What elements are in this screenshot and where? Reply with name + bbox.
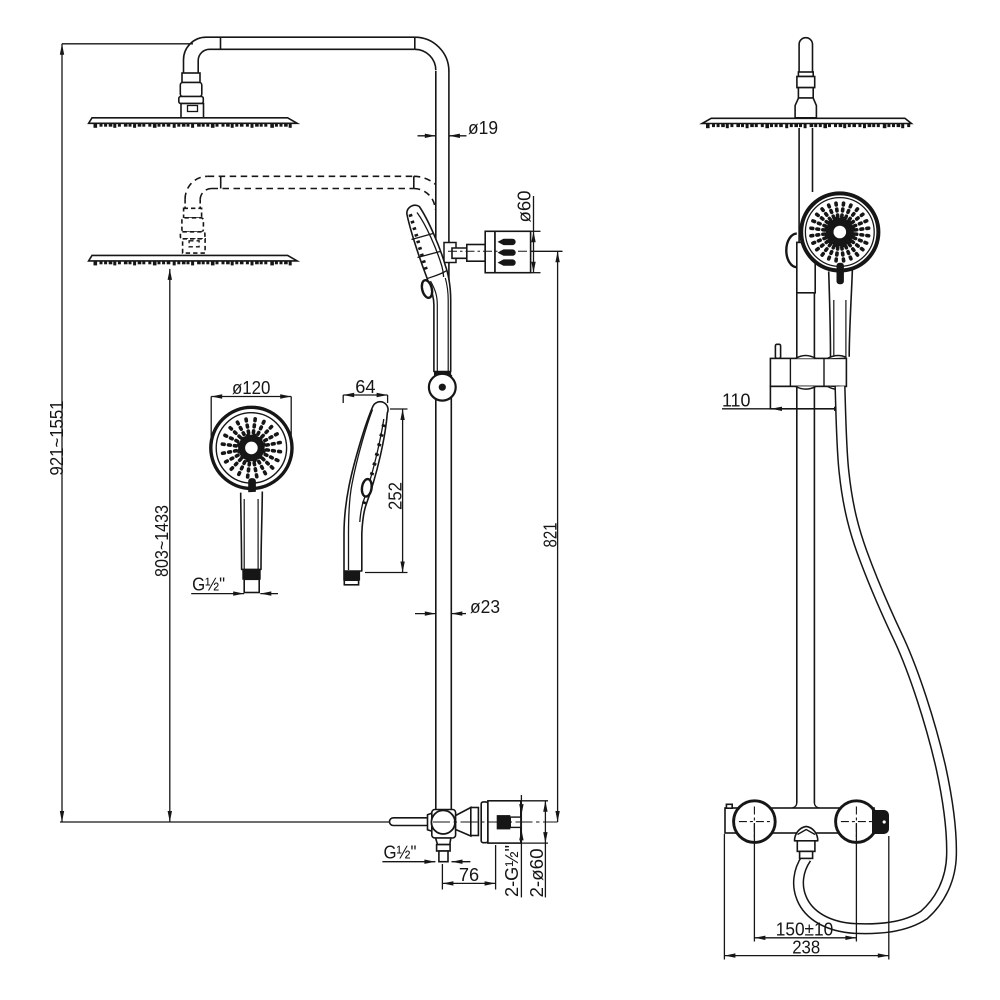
svg-text:ø19: ø19 [468,118,498,138]
svg-text:G½": G½" [192,575,225,595]
svg-text:ø120: ø120 [232,378,271,398]
svg-text:ø23: ø23 [470,597,500,617]
svg-text:150±10: 150±10 [776,920,834,940]
svg-text:238: 238 [792,938,820,958]
svg-text:G½": G½" [384,843,417,863]
svg-text:821: 821 [540,523,560,548]
svg-text:2-G½": 2-G½" [502,845,522,897]
svg-text:252: 252 [386,482,406,510]
svg-text:110: 110 [722,391,751,411]
svg-text:921~1551: 921~1551 [47,401,67,476]
svg-text:ø60: ø60 [515,191,535,223]
svg-text:76: 76 [459,865,479,885]
svg-text:803~1433: 803~1433 [152,505,172,577]
svg-text:2-ø60: 2-ø60 [527,849,547,898]
svg-text:64: 64 [355,377,375,397]
